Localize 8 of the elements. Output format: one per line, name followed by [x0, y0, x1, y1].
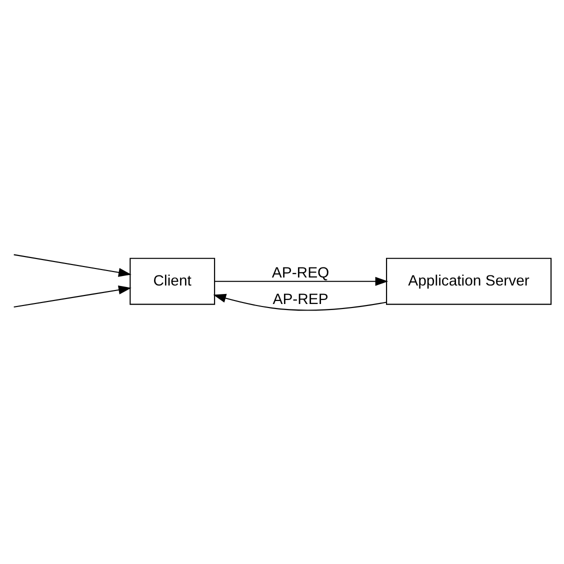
arrow: [14, 284, 132, 307]
arrow: [213, 293, 386, 310]
edge-label: AP-REQ: [272, 264, 330, 281]
arrow: [214, 276, 388, 286]
edge-label: AP-REP: [272, 290, 328, 308]
node-box: Application Server: [386, 257, 552, 304]
arrow: [14, 254, 132, 276]
node-box: Client: [130, 257, 216, 304]
